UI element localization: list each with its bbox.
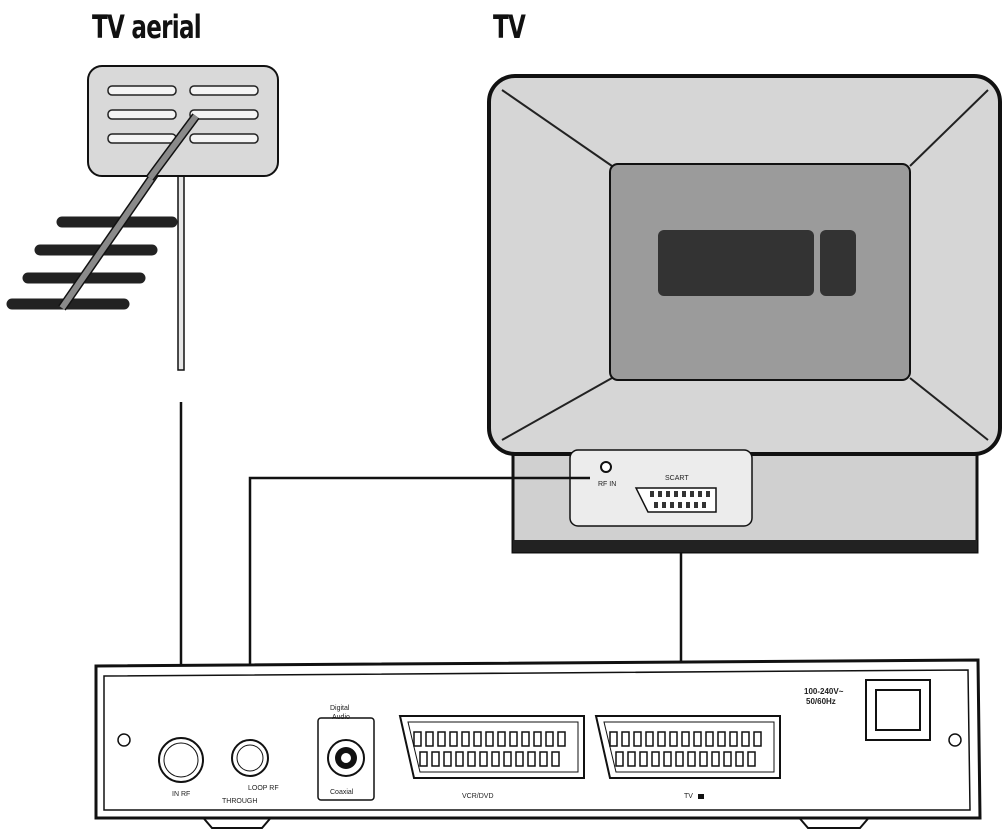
receiver-rf-in-label: IN RF	[172, 791, 190, 798]
television: RF IN SCART	[487, 74, 1002, 554]
aerial-panel	[87, 65, 279, 177]
tv-screen-block-large	[658, 230, 814, 296]
cable-loop-to-tv	[248, 476, 590, 706]
aerial-panel-slots	[107, 85, 259, 144]
receiver-tv-scart	[594, 715, 781, 779]
receiver-audio-label: Audio	[332, 714, 350, 721]
receiver-rf-in-socket	[158, 737, 204, 783]
receiver-power-label-frequency: 50/60Hz	[806, 697, 836, 706]
tv-rf-in-socket	[600, 461, 612, 473]
receiver-tv-label: TV	[684, 793, 693, 800]
tv-scart-socket	[634, 487, 717, 513]
receiver-vcr-label: VCR/DVD	[462, 793, 494, 800]
tv-bevel	[501, 89, 989, 441]
tv-aerial	[6, 65, 279, 371]
tv-aerial-title: TV aerial	[92, 8, 202, 46]
receiver-power-label-voltage: 100-240V~	[804, 687, 844, 696]
tv-base-shadow	[513, 540, 977, 552]
tv-screen-block-small	[820, 230, 856, 296]
receiver-through-label: THROUGH	[222, 798, 257, 805]
receiver-loop-label: LOOP RF	[248, 785, 279, 792]
tv-rf-in-label: RF IN	[598, 481, 616, 488]
tv-title: TV	[493, 8, 526, 46]
receiver: IN RF LOOP RF THROUGH Digital Audio Coax…	[94, 658, 982, 829]
receiver-vcr-scart	[398, 715, 585, 779]
receiver-coaxial-label: Coaxial	[330, 789, 354, 796]
tv-scart-label: SCART	[665, 475, 689, 482]
receiver-digital-label: Digital	[330, 705, 350, 712]
aerial-mast	[177, 174, 185, 371]
